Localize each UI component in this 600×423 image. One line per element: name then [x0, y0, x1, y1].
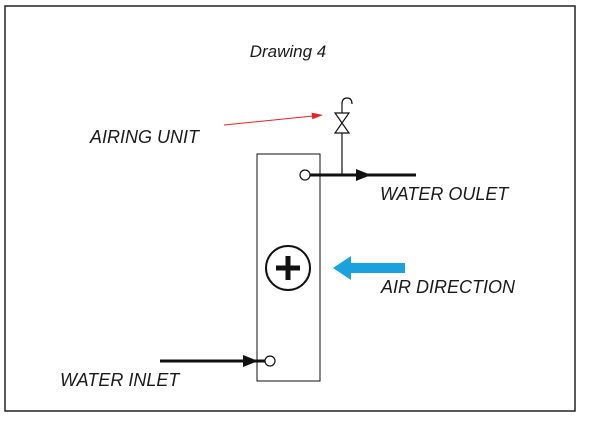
water-outlet-arrowhead [356, 169, 371, 181]
water-inlet-port [264, 355, 276, 367]
airing-unit-pointer-arrowhead [311, 112, 323, 120]
fan-plus-icon [265, 245, 311, 291]
water-inlet-arrowhead [243, 355, 258, 367]
airing-unit-label: AIRING UNIT [89, 127, 201, 147]
valve-upper-triangle [333, 112, 351, 125]
water-inlet-label: WATER INLET [60, 370, 181, 390]
water-outlet-label: WATER OULET [380, 184, 510, 204]
water-outlet-port [299, 169, 311, 181]
airing-unit-pointer-line [223, 115, 314, 126]
diagram-title: Drawing 4 [250, 42, 327, 61]
valve-handle [341, 97, 353, 113]
air-direction-label: AIR DIRECTION [380, 277, 516, 297]
air-direction-arrowhead [333, 256, 351, 280]
valve-icon [333, 97, 353, 134]
